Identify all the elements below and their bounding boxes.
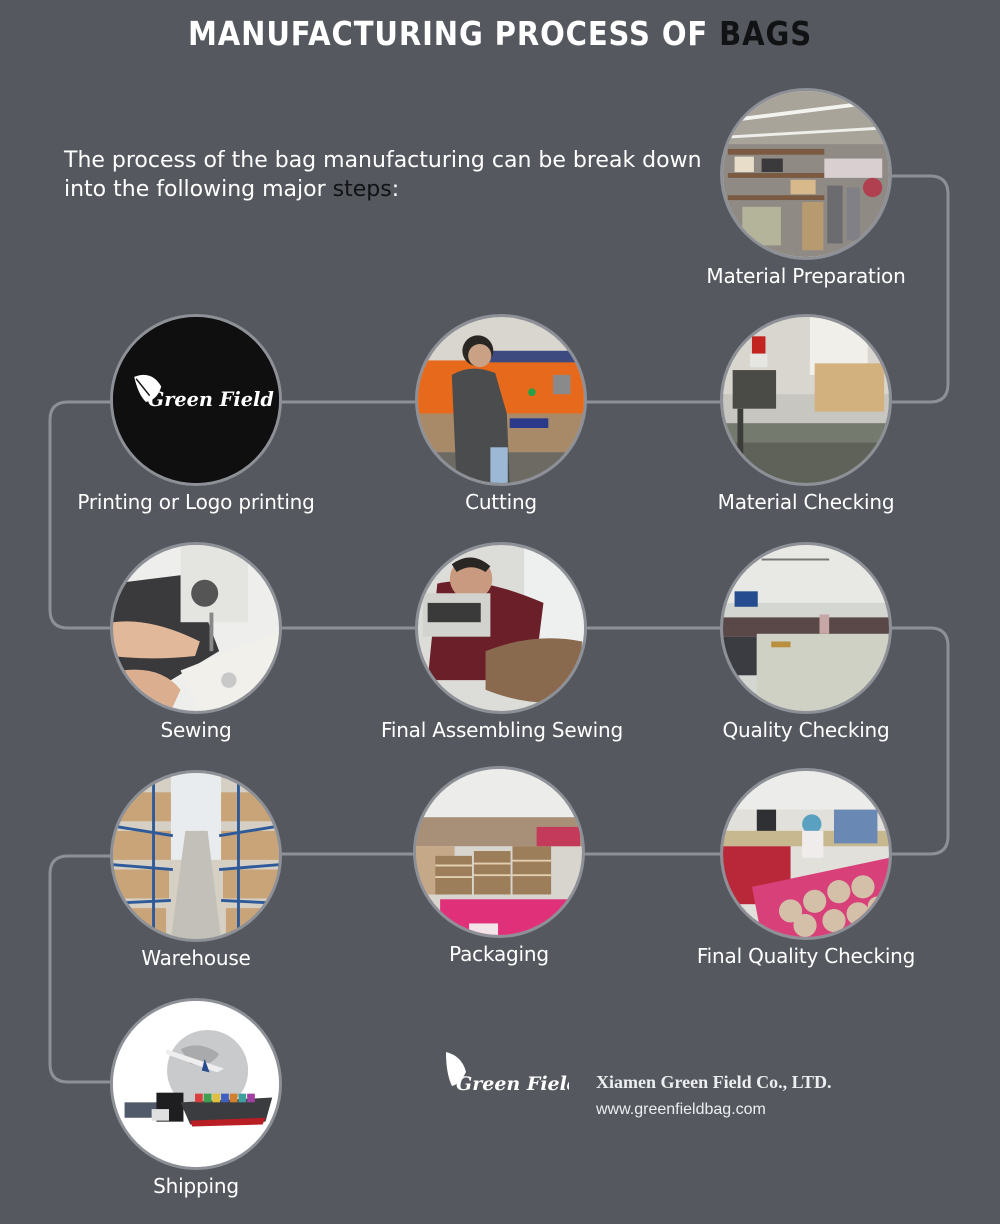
material-checking-image	[720, 314, 892, 486]
company-name: Xiamen Green Field Co., LTD.	[596, 1072, 832, 1092]
step-warehouse: Warehouse	[76, 770, 316, 970]
step-shipping: Shipping	[76, 998, 316, 1198]
step-label: Material Checking	[717, 490, 895, 514]
step-sewing: Sewing	[76, 542, 316, 742]
quality-checking-image	[720, 542, 892, 714]
intro-text: The process of the bag manufacturing can…	[64, 146, 704, 204]
step-final-quality-checking: Final Quality Checking	[686, 768, 926, 968]
shipping-image	[110, 998, 282, 1170]
intro-text-before: The process of the bag manufacturing can…	[64, 148, 702, 202]
step-printing: Green Field Printing or Logo printing	[76, 314, 316, 514]
final-assembling-sewing-image	[415, 542, 587, 714]
material-preparation-image	[720, 88, 892, 260]
packaging-image	[413, 766, 585, 938]
page-title: MANUFACTURING PROCESS OF BAGS	[60, 14, 940, 53]
svg-text:Green Field: Green Field	[456, 1073, 569, 1095]
title-main: MANUFACTURING PROCESS OF	[187, 14, 720, 53]
final-quality-checking-image	[720, 768, 892, 940]
sewing-image	[110, 542, 282, 714]
step-label: Packaging	[449, 942, 549, 966]
leaf-icon	[446, 1052, 466, 1086]
intro-text-accent: steps	[332, 177, 392, 202]
green-field-logo: Green Field	[446, 1052, 569, 1095]
step-quality-checking: Quality Checking	[686, 542, 926, 742]
step-label: Final Assembling Sewing	[381, 718, 623, 742]
step-label: Final Quality Checking	[696, 944, 916, 968]
step-final-assembling-sewing: Final Assembling Sewing	[381, 542, 623, 742]
step-cutting: Cutting	[381, 314, 621, 514]
logo-text: Green Field	[148, 388, 275, 411]
step-label: Cutting	[465, 490, 537, 514]
intro-text-after: :	[391, 177, 400, 202]
title-accent: BAGS	[719, 14, 812, 53]
step-label: Quality Checking	[722, 718, 890, 742]
printing-image: Green Field	[110, 314, 282, 486]
step-label: Warehouse	[141, 946, 251, 970]
company-website[interactable]: www.greenfieldbag.com	[596, 1101, 766, 1118]
warehouse-image	[110, 770, 282, 942]
step-packaging: Packaging	[379, 766, 619, 966]
step-material-preparation: Material Preparation	[686, 88, 926, 288]
step-label: Sewing	[160, 718, 232, 742]
cutting-image	[415, 314, 587, 486]
step-label: Shipping	[153, 1174, 239, 1198]
step-material-checking: Material Checking	[686, 314, 926, 514]
step-label: Printing or Logo printing	[77, 490, 315, 514]
leaf-icon	[134, 374, 162, 402]
step-label: Material Preparation	[706, 264, 906, 288]
